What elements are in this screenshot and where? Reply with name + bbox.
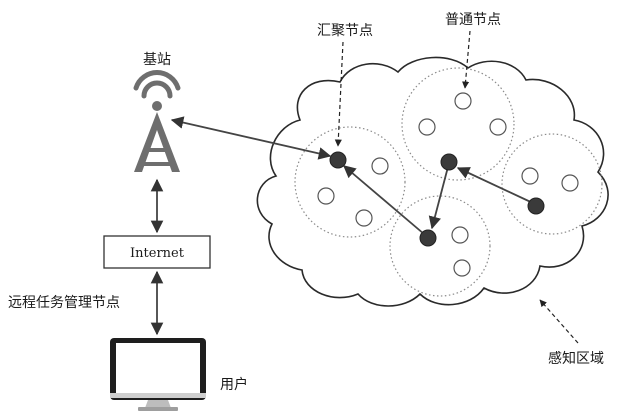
- common-node: [453, 259, 471, 277]
- common-node: [355, 209, 373, 227]
- common-node: [317, 187, 335, 205]
- coverage-zone-left: [294, 126, 406, 238]
- internet-box: Internet: [103, 235, 211, 269]
- common-node: [418, 118, 436, 136]
- base-station-label: 基站: [143, 51, 171, 68]
- sensing-area-callout: [539, 299, 579, 344]
- coverage-zones: [294, 67, 603, 297]
- solid-nodes: [329, 151, 545, 247]
- radio-tower-icon: [133, 70, 181, 172]
- sensing-area-label: 感知区域: [548, 350, 604, 367]
- sink-node-label: 汇聚节点: [317, 23, 373, 39]
- common-node-label: 普通节点: [445, 12, 501, 28]
- common-node: [371, 157, 389, 175]
- common-nodes: [317, 92, 579, 277]
- coverage-zone-top: [401, 67, 515, 181]
- monitor-icon: [110, 338, 206, 411]
- relay-node: [527, 197, 545, 215]
- common-node: [521, 167, 539, 185]
- common-node-callout: [461, 30, 471, 89]
- link-base-station-to-sink: [170, 116, 332, 160]
- internet-label: Internet: [130, 246, 185, 261]
- sink-node-callout: [334, 41, 344, 147]
- coverage-zone-right: [501, 133, 603, 235]
- user-label: 用户: [220, 376, 248, 393]
- coverage-zone-bottom: [389, 195, 491, 297]
- common-node: [454, 92, 472, 110]
- relay-node: [419, 229, 437, 247]
- link-bottom-to-sink: [343, 165, 425, 235]
- link-top-to-bottom: [428, 162, 450, 230]
- common-node: [489, 118, 507, 136]
- sink-node: [329, 151, 347, 169]
- relay-node: [440, 153, 458, 171]
- link-right-to-top: [456, 167, 536, 205]
- sensing-area-cloud: [256, 56, 609, 307]
- common-node: [451, 226, 469, 244]
- multihop-links: [343, 162, 536, 235]
- common-node: [561, 174, 579, 192]
- remote-manager-label: 远程任务管理节点: [8, 295, 120, 311]
